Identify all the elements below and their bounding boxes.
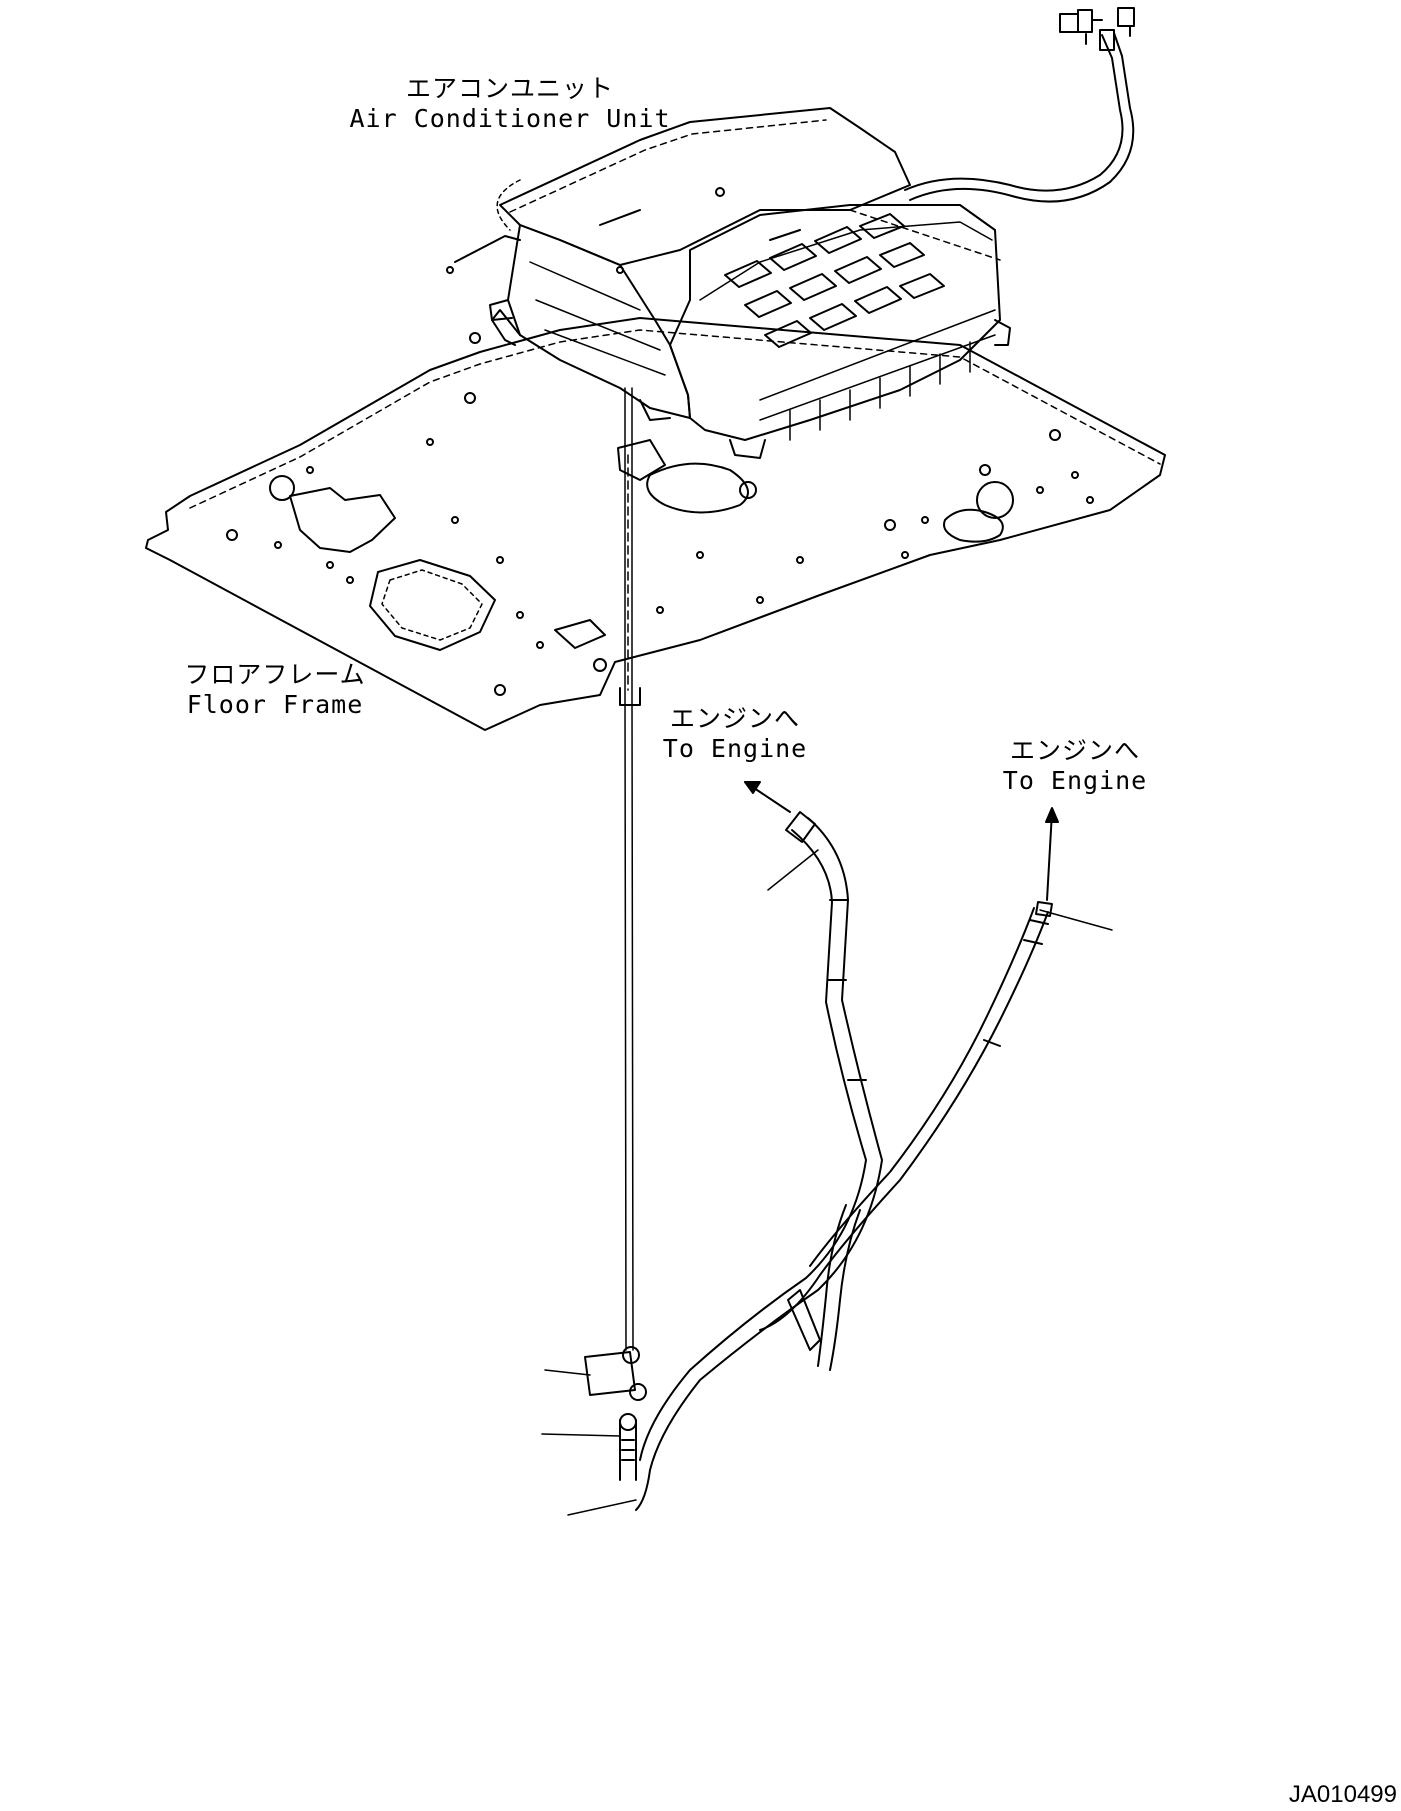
ac-unit-label-jp: エアコンユニット (405, 74, 614, 103)
wire-harness (904, 7, 1135, 203)
hose-clamp (584, 1346, 647, 1481)
drawing-code: JA010499 (1288, 1781, 1397, 1808)
ac-unit-label-en: Air Conditioner Unit (349, 104, 671, 133)
to-engine-label-1-jp: エンジンへ (669, 704, 800, 733)
floor-frame-label-en: Floor Frame (186, 690, 364, 719)
to-engine-label-2-en: To Engine (1002, 766, 1148, 795)
to-engine-arrow-1 (744, 781, 791, 813)
leader-lines (541, 849, 1113, 1516)
heater-hose-1 (635, 811, 883, 1511)
to-engine-label-2-jp: エンジンへ (1009, 736, 1140, 765)
to-engine-arrow-2 (1045, 807, 1059, 901)
floor-frame (145, 317, 1166, 731)
to-engine-label-1-en: To Engine (662, 734, 808, 763)
heater-hose-2 (759, 901, 1053, 1371)
air-conditioner-unit (446, 107, 1011, 459)
floor-frame-label-jp: フロアフレーム (184, 660, 366, 689)
drain-hose (619, 387, 641, 1351)
